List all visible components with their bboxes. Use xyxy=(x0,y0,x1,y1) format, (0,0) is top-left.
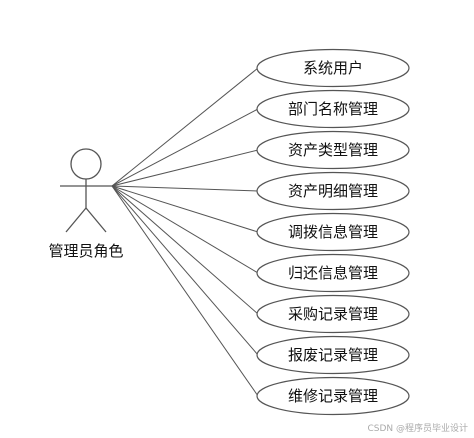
association-line xyxy=(111,185,259,192)
use-case-ellipse xyxy=(256,335,410,375)
association-line xyxy=(111,185,259,356)
actor-left-leg xyxy=(65,207,87,233)
use-case: 资产明细管理 xyxy=(256,171,410,211)
use-case: 维修记录管理 xyxy=(256,376,410,416)
use-case: 部门名称管理 xyxy=(256,89,410,129)
actor-head xyxy=(70,148,102,180)
association-lines xyxy=(111,67,259,397)
association-line xyxy=(111,185,259,397)
use-case-ellipse xyxy=(256,212,410,252)
use-case-label: 报废记录管理 xyxy=(288,346,378,364)
use-case: 采购记录管理 xyxy=(256,294,410,334)
use-case: 资产类型管理 xyxy=(256,130,410,170)
use-case-label: 系统用户 xyxy=(303,59,363,77)
use-case-ellipse xyxy=(256,294,410,334)
association-line xyxy=(111,185,259,233)
actor-right-leg xyxy=(85,207,107,233)
use-case: 报废记录管理 xyxy=(256,335,410,375)
actor-label: 管理员角色 xyxy=(48,242,123,260)
association-line xyxy=(111,185,259,315)
association-line xyxy=(111,185,259,274)
use-case-label: 调拨信息管理 xyxy=(288,223,378,241)
use-case-label: 资产类型管理 xyxy=(288,141,378,159)
use-case-label: 采购记录管理 xyxy=(288,305,378,323)
use-case-label: 归还信息管理 xyxy=(288,264,378,282)
use-case-label: 资产明细管理 xyxy=(288,182,378,200)
association-line xyxy=(111,108,259,187)
use-case-ellipse xyxy=(256,376,410,416)
use-case-ellipse xyxy=(256,48,410,88)
use-cases: 系统用户部门名称管理资产类型管理资产明细管理调拨信息管理归还信息管理采购记录管理… xyxy=(256,48,410,416)
association-line xyxy=(111,149,259,187)
actor: 管理员角色 xyxy=(48,148,124,260)
association-line xyxy=(111,67,259,187)
use-case-ellipse xyxy=(256,130,410,170)
use-case-ellipse xyxy=(256,253,410,293)
watermark: CSDN @程序员毕业设计 xyxy=(367,422,468,434)
use-case: 归还信息管理 xyxy=(256,253,410,293)
use-case-label: 部门名称管理 xyxy=(288,100,378,118)
use-case-ellipse xyxy=(256,171,410,211)
use-case-label: 维修记录管理 xyxy=(288,387,378,405)
use-case-ellipse xyxy=(256,89,410,129)
use-case: 调拨信息管理 xyxy=(256,212,410,252)
use-case: 系统用户 xyxy=(256,48,410,88)
